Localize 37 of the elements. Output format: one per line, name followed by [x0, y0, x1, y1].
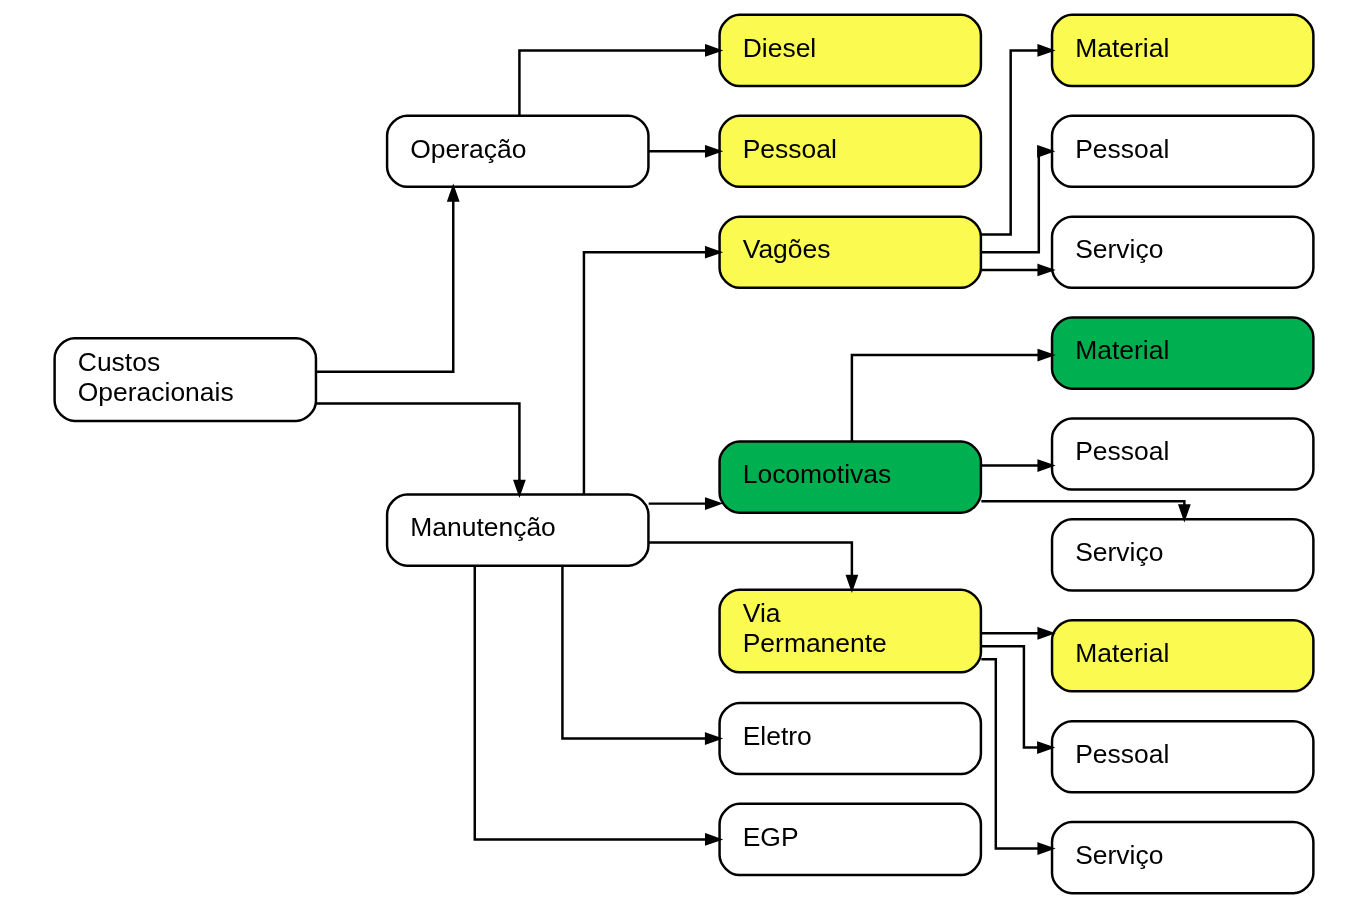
- node-box: Manutenção: [385, 493, 650, 567]
- node-box: Material: [1050, 316, 1315, 390]
- node-box: Serviço: [1050, 820, 1315, 895]
- arrow: [648, 541, 858, 594]
- node-box: Vagões: [717, 215, 982, 289]
- arrow: [980, 626, 1056, 640]
- arrow: [980, 44, 1056, 236]
- node-box: Operação: [385, 114, 650, 189]
- node-box: Diesel: [717, 13, 982, 88]
- arrow: [980, 263, 1056, 277]
- node-box: Material: [1050, 13, 1315, 88]
- arrow: [980, 645, 1055, 754]
- node-box: Material: [1050, 619, 1315, 693]
- arrow: [315, 402, 526, 498]
- arrow: [648, 497, 723, 510]
- arrow: [850, 348, 1056, 442]
- node-box: Eletro: [717, 701, 982, 776]
- arrow: [517, 44, 723, 116]
- node-box: Serviço: [1050, 518, 1315, 592]
- arrow: [473, 566, 723, 846]
- arrow: [315, 183, 460, 374]
- arrow: [980, 499, 1191, 523]
- node-box: Pessoal: [717, 114, 982, 189]
- node-box: Pessoal: [1050, 114, 1315, 189]
- node-box: EGP: [717, 802, 982, 877]
- node-box: Via Permanente: [717, 588, 982, 674]
- arrow: [980, 658, 1056, 855]
- arrow: [582, 245, 723, 495]
- arrow: [980, 459, 1056, 472]
- arrow: [560, 565, 723, 745]
- arrow: [648, 144, 723, 158]
- node-box: Locomotivas: [717, 440, 982, 514]
- node-box: Serviço: [1050, 215, 1315, 289]
- node-box: Pessoal: [1050, 719, 1315, 794]
- node-box: Custos Operacionais: [52, 336, 317, 423]
- node-box: Pessoal: [1050, 417, 1315, 491]
- arrow: [980, 144, 1055, 254]
